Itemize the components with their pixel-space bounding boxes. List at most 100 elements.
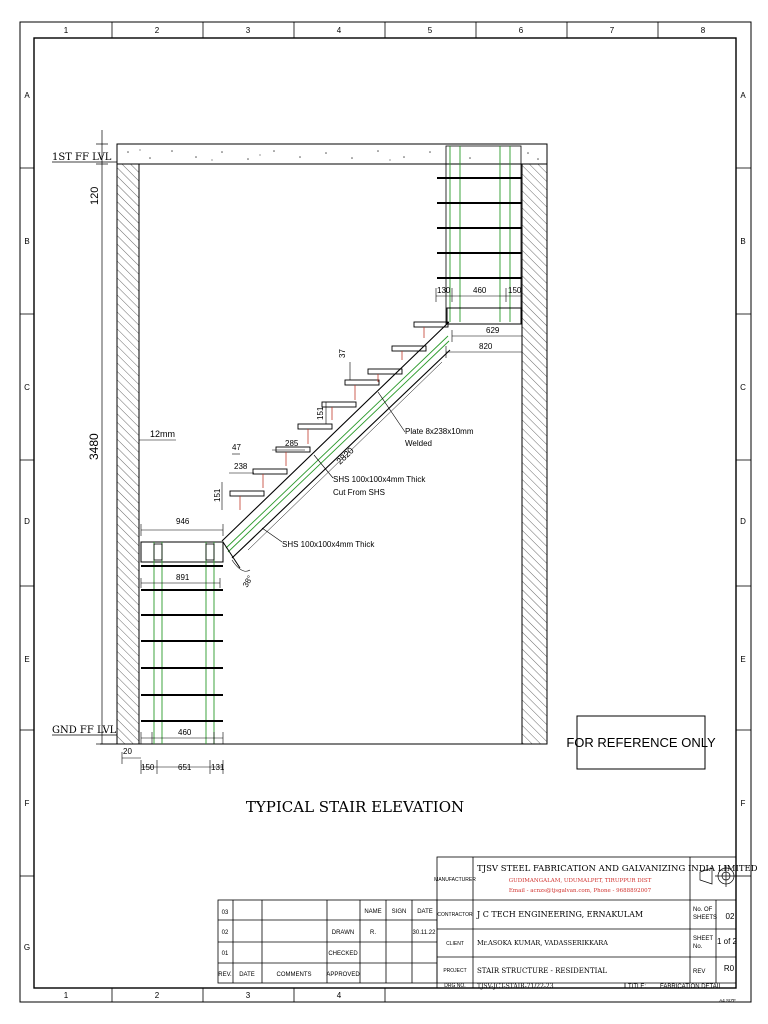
company-name: TJSV STEEL FABRICATION AND GALVANIZING I… [477,864,758,874]
paper-size-label: A4 SIZE [719,998,736,1003]
dim-150-top: 150 [508,286,522,295]
dim-151-lower: 151 [213,488,222,502]
rev-header-name: NAME [364,909,381,915]
sheets-label-1: No. OF [693,907,713,913]
dim-460-bottom: 460 [178,728,192,737]
row-label-right: A [740,91,746,100]
row-label-right: C [740,383,746,392]
bottom-landing-frame [140,541,241,744]
column-ticks [111,22,659,1002]
top-landing-dims [435,288,523,358]
drawn-name: R. [370,930,376,936]
checked-label: CHECKED [328,951,358,957]
rev-value: R0 [724,964,735,973]
total-height-dim: 3480 [87,433,101,460]
dim-131: 131 [211,763,225,772]
column-labels: 1 2 3 4 5 6 7 8 1 2 3 4 [64,26,706,1000]
row-label-left: G [24,943,30,952]
dim-47: 47 [232,443,241,452]
col-label-top: 4 [337,26,342,35]
dim-37: 37 [338,349,347,358]
first-floor-level-label: 1ST FF LVL [52,152,112,163]
sheet-label-1: SHEET [693,936,713,942]
bottom-base-dims [121,732,224,774]
rev-label: REV [693,969,705,975]
sheet-value: 1 of 2 [717,937,738,946]
title-value: FABRICATION DETAIL [660,984,722,990]
concrete-slab [116,143,548,165]
col-label-top: 5 [428,26,433,35]
row-labels: A B C D E F G A B C D E F [24,91,746,952]
row-label-right: E [740,655,745,664]
client-label: CLIENT [446,941,464,947]
dwg-value: TJSV-JCT-STAIR-71/22-23 [477,983,554,990]
col-label-bottom: 1 [64,991,69,1000]
col-label-top: 8 [701,26,706,35]
dim-629: 629 [486,326,500,335]
note-shs-main: SHS 100x100x4mm Thick [282,540,375,549]
rev-row-03: 03 [222,910,229,916]
shs-cut-leader [313,454,334,479]
stair-treads [229,321,449,497]
sheets-value: 02 [726,912,735,921]
client-value: Mr.ASOKA KUMAR, VADASSERIKKARA [477,939,608,947]
shs-main-leader [261,527,283,543]
row-label-left: D [24,517,30,526]
tread-posts [239,327,425,510]
dim-150-bottom: 150 [141,763,155,772]
row-label-left: E [24,655,29,664]
note-shs-cut-line2: Cut From SHS [333,488,385,497]
company-address: GUDIMANGALAM, UDUMALPET, TIRUPPUR DIST [509,878,652,884]
project-value: STAIR STRUCTURE - RESIDENTIAL [477,967,607,975]
rev-header-sign: SIGN [392,909,407,915]
row-label-left: B [24,237,29,246]
note-plate-line2: Welded [405,439,432,448]
rev-header-date: DATE [239,972,255,978]
top-landing-frame [437,145,522,325]
dim-20: 20 [123,747,132,756]
dim-820: 820 [479,342,493,351]
row-label-right: B [740,237,745,246]
drawn-date: 30.11.22 [413,930,437,936]
row-label-right: D [740,517,746,526]
row-label-left: C [24,383,30,392]
col-label-top: 1 [64,26,69,35]
col-label-bottom: 3 [246,991,251,1000]
ground-floor-level-label: GND FF LVL [52,725,117,736]
col-label-bottom: 4 [337,991,342,1000]
col-label-top: 2 [155,26,160,35]
col-label-top: 3 [246,26,251,35]
dim-238: 238 [234,462,248,471]
stair-stringer [221,321,451,559]
sheets-label-2: SHEETS [693,915,717,921]
dim-946: 946 [176,517,190,526]
dim-130: 130 [437,286,451,295]
slab-thickness-dim: 120 [89,187,101,205]
left-wall [116,163,140,745]
row-ticks [20,167,751,877]
rev-header-date2: DATE [417,909,433,915]
height-dimension-line [96,130,108,745]
dim-285: 285 [285,439,299,448]
wall-gap-dim: 12mm [150,429,175,439]
drawing-title: TYPICAL STAIR ELEVATION [246,798,464,816]
reference-stamp-text: FOR REFERENCE ONLY [566,735,716,750]
rev-row-02: 02 [222,930,229,936]
rev-header-rev: REV. [218,972,232,978]
company-contact: Email - acnzs@tjsgalvan.com, Phone - 968… [509,887,652,894]
sheet-label-2: No. [693,944,703,950]
drawn-label: DRAWN [332,930,354,936]
plate-leader [377,391,406,433]
rev-row-01: 01 [222,951,229,957]
project-label: PROJECT [443,968,466,974]
dim-891: 891 [176,573,190,582]
manufacturer-label: MANUFACTURER [434,877,476,883]
rev-header-comments: COMMENTS [277,972,312,978]
row-label-right: F [741,799,746,808]
note-shs-cut-line1: SHS 100x100x4mm Thick [333,475,426,484]
stringer-dim-line [247,361,443,551]
dim-651: 651 [178,763,192,772]
note-plate-line1: Plate 8x238x10mm [405,427,474,436]
contractor-value: J C TECH ENGINEERING, ERNAKULAM [476,910,643,919]
